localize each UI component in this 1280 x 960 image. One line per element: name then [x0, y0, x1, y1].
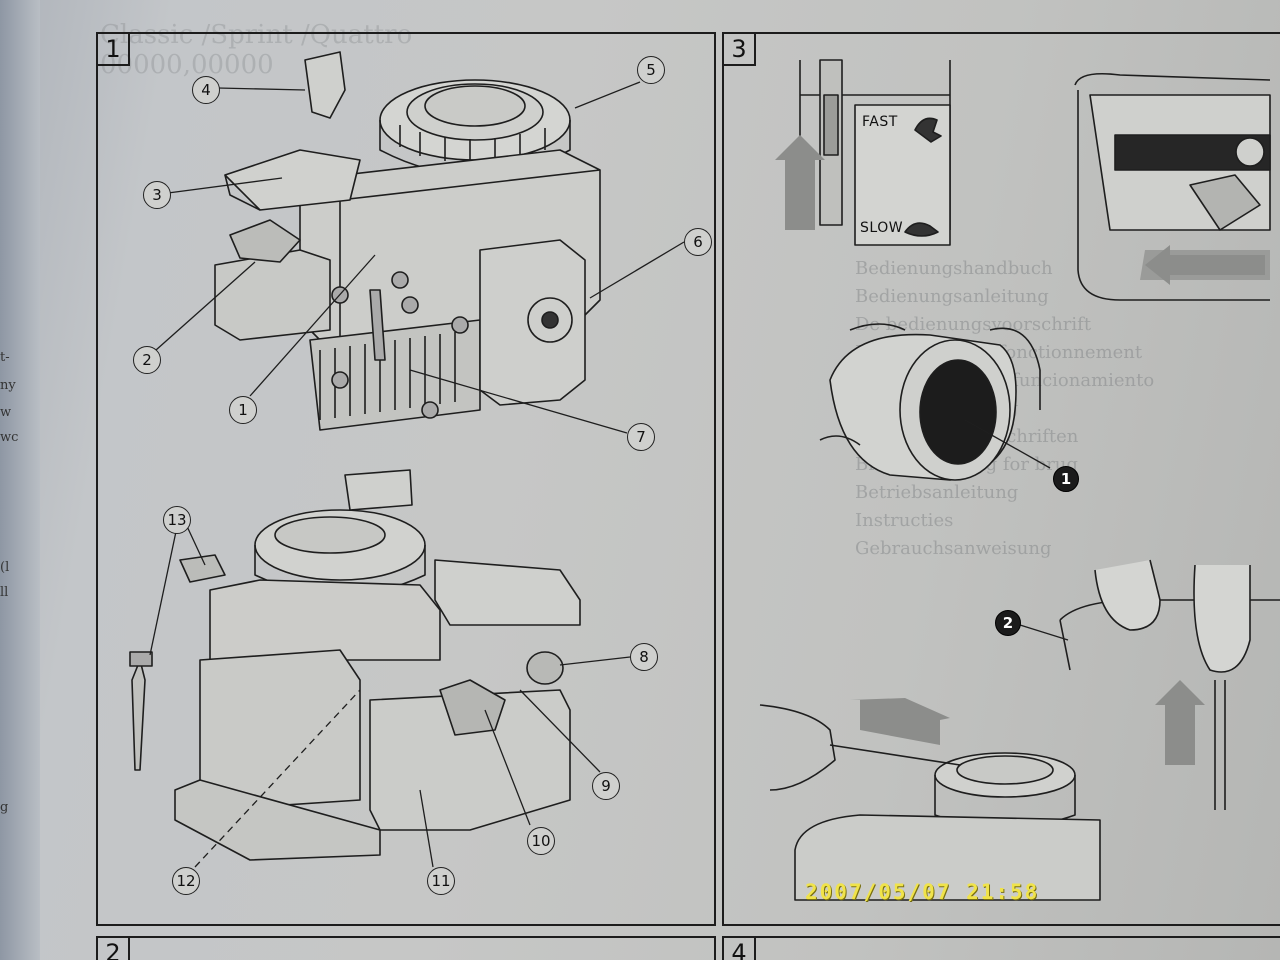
- callout-9: 9: [592, 772, 620, 800]
- callout-3: 3: [143, 181, 171, 209]
- callout-11: 11: [427, 867, 455, 895]
- leader-line: [167, 177, 283, 194]
- adjacent-page-edge: [0, 0, 40, 960]
- recoil-starter-drawing: [759, 698, 1101, 901]
- engine-side-view-drawing: [129, 469, 581, 861]
- callout-2: 2: [133, 346, 161, 374]
- leader-line: [519, 689, 601, 773]
- edge-text-fragment: w: [0, 405, 12, 420]
- leader-line: [559, 656, 631, 666]
- leader-line: [1019, 624, 1069, 641]
- panel-number: 2: [98, 938, 130, 960]
- leader-line: [194, 689, 361, 868]
- leader-line: [149, 521, 179, 656]
- edge-text-fragment: t-: [0, 350, 10, 365]
- camera-timestamp: 2007/05/07 21:58: [805, 880, 1040, 904]
- leader-line: [217, 87, 306, 91]
- throttle-fast-label: FAST: [862, 114, 898, 130]
- edge-text-fragment: g: [0, 800, 9, 815]
- leader-line: [589, 241, 685, 299]
- panel-1: 1: [96, 32, 716, 926]
- edge-text-fragment: ny: [0, 378, 16, 393]
- edge-text-fragment: (l: [0, 560, 10, 575]
- callout-10: 10: [527, 827, 555, 855]
- leader-line: [574, 81, 641, 109]
- callout-8: 8: [630, 643, 658, 671]
- callout-1: 1: [229, 396, 257, 424]
- panel-number: 4: [724, 938, 756, 960]
- callout-4: 4: [192, 76, 220, 104]
- leader-line: [249, 254, 376, 397]
- callout-bail-2: 2: [995, 610, 1021, 636]
- leader-line: [964, 419, 1051, 469]
- callout-13: 13: [163, 506, 191, 534]
- panel-2: 2: [96, 936, 716, 960]
- callout-12: 12: [172, 867, 200, 895]
- panel-3: 3: [722, 32, 1280, 926]
- handlebar-control-drawing: [1074, 72, 1271, 301]
- panel-4: 4: [722, 936, 1280, 960]
- leader-line: [184, 521, 206, 566]
- primer-bulb-drawing: [819, 323, 1041, 481]
- callout-6: 6: [684, 228, 712, 256]
- panel-number: 3: [724, 34, 756, 66]
- edge-text-fragment: ll: [0, 585, 9, 600]
- leader-line: [419, 789, 434, 868]
- throttle-slow-label: SLOW: [860, 220, 904, 236]
- panel-number: 1: [98, 34, 130, 66]
- callout-primer-1: 1: [1053, 466, 1079, 492]
- leader-line: [409, 369, 628, 434]
- bail-handle-drawing: [1059, 559, 1280, 810]
- leader-line: [155, 261, 256, 351]
- throttle-lever-drawing: [775, 59, 951, 246]
- leader-line: [484, 709, 531, 826]
- edge-text-fragment: wc: [0, 430, 19, 445]
- callout-7: 7: [627, 423, 655, 451]
- callout-5: 5: [637, 56, 665, 84]
